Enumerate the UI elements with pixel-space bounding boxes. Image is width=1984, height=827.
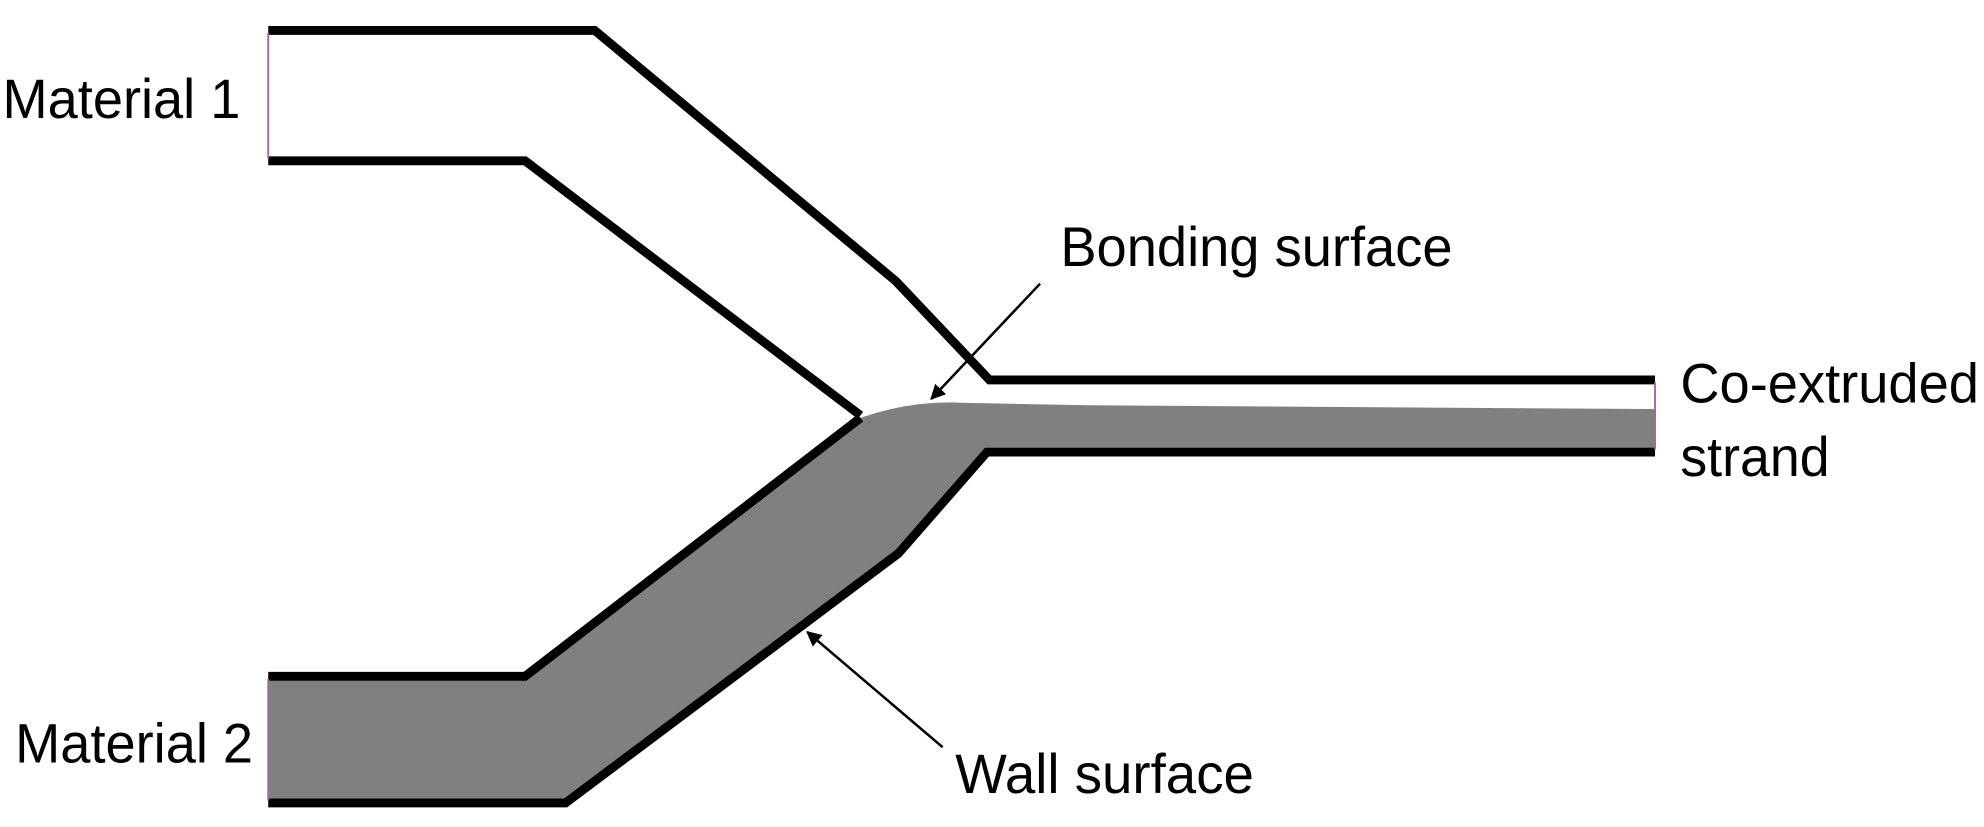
material1-lower-wall (268, 156, 864, 419)
strand-label-line1: Co-extruded (1680, 353, 1979, 415)
material2-upper-wall (268, 414, 864, 681)
material2-lower-wall (268, 447, 1656, 808)
wall-surface-arrow (806, 630, 944, 749)
strand-label-line2: strand (1680, 426, 1829, 488)
bonding-surface-arrow (930, 282, 1042, 401)
material1-label: Material 1 (3, 68, 241, 130)
material2-label: Material 2 (15, 712, 253, 774)
bonding-surface-label: Bonding surface (1060, 216, 1452, 278)
material1-upper-wall (268, 25, 1656, 385)
material2-flow (268, 402, 1656, 803)
wall-surface-label: Wall surface (955, 743, 1254, 805)
